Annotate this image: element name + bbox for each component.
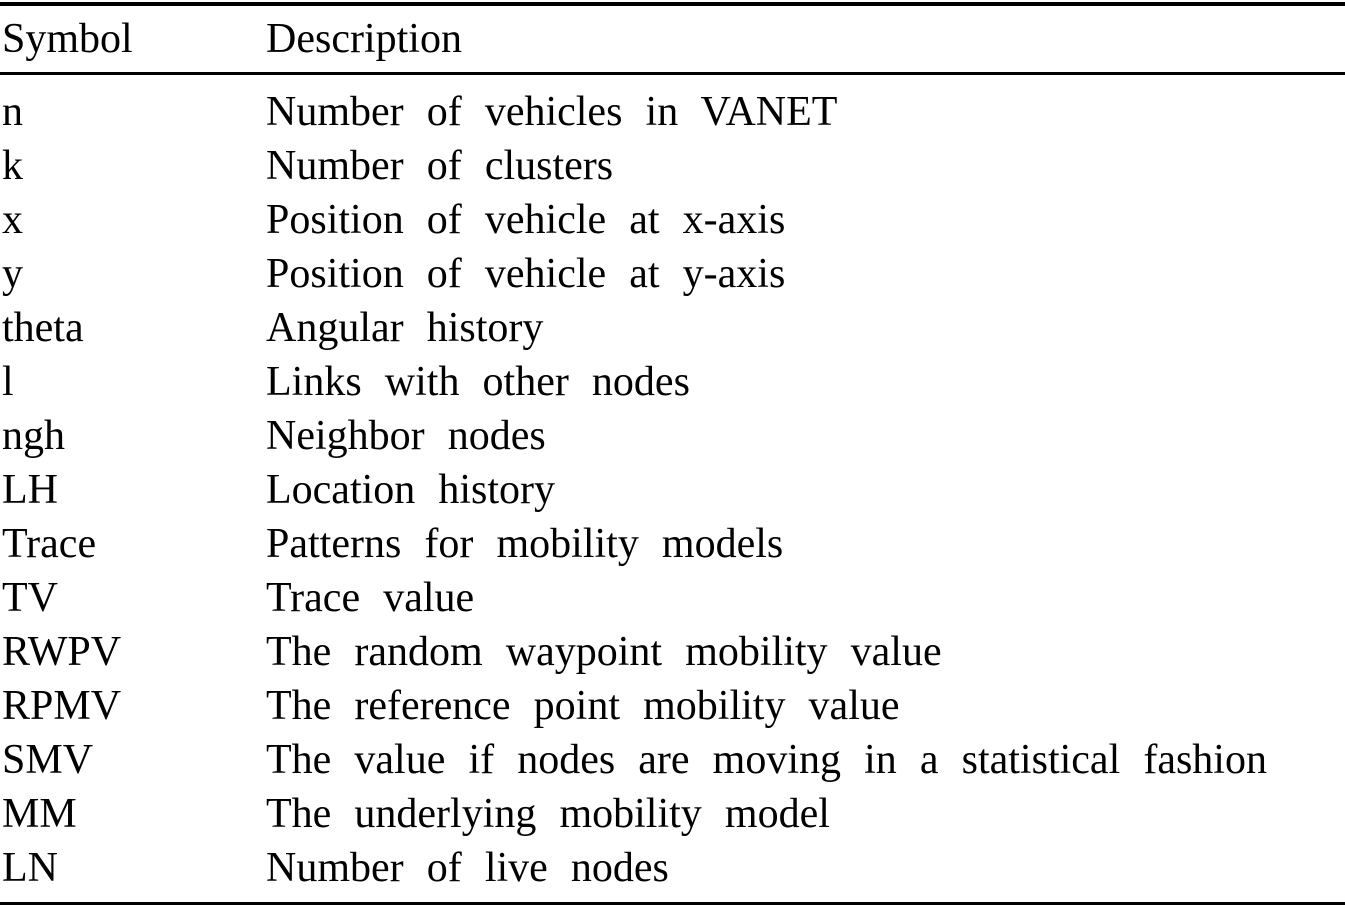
table-row: l Links with other nodes [0,355,1345,409]
symbol-cell: SMV [2,737,94,783]
symbol-cell: Trace [2,521,97,567]
description-cell: Number of live nodes [266,845,669,891]
table-row: theta Angular history [0,301,1345,355]
table-top-rule [0,2,1345,6]
symbol-cell: LN [2,845,58,891]
description-cell: The value if nodes are moving in a stati… [266,737,1267,783]
table-row: RPMV The reference point mobility value [0,679,1345,733]
table-header-rule [0,72,1345,75]
table-bottom-rule [0,902,1345,905]
symbol-cell: y [2,251,23,297]
symbol-cell: l [2,359,14,405]
table-row: x Position of vehicle at x-axis [0,193,1345,247]
description-cell: Patterns for mobility models [266,521,784,567]
description-cell: Neighbor nodes [266,413,546,459]
description-cell: The underlying mobility model [266,791,830,837]
description-cell: Number of vehicles in VANET [266,89,838,135]
description-cell: Position of vehicle at y-axis [266,251,786,297]
table-row: k Number of clusters [0,139,1345,193]
table-row: MM The underlying mobility model [0,787,1345,841]
table-row: SMV The value if nodes are moving in a st… [0,733,1345,787]
symbol-cell: RPMV [2,683,122,729]
symbol-cell: LH [2,467,58,513]
description-cell: Position of vehicle at x-axis [266,197,786,243]
description-cell: Links with other nodes [266,359,690,405]
table-row: LN Number of live nodes [0,841,1345,895]
symbol-cell: MM [2,791,77,837]
symbol-cell: n [2,89,23,135]
column-header-description: Description [266,16,462,62]
description-cell: Trace value [266,575,475,621]
table-row: ngh Neighbor nodes [0,409,1345,463]
table-row: Trace Patterns for mobility models [0,517,1345,571]
symbol-cell: TV [2,575,58,621]
table-header-row: Symbol Description [0,6,1345,72]
symbol-cell: ngh [2,413,65,459]
table-body: n Number of vehicles in VANET k Number of c… [0,75,1345,895]
table-row: LH Location history [0,463,1345,517]
symbol-cell: theta [2,305,84,351]
description-cell: Number of clusters [266,143,614,189]
symbol-cell: RWPV [2,629,122,675]
symbol-cell: k [2,143,23,189]
table-row: TV Trace value [0,571,1345,625]
description-cell: Location history [266,467,556,513]
table-row: n Number of vehicles in VANET [0,85,1345,139]
description-cell: The reference point mobility value [266,683,900,729]
description-cell: Angular history [266,305,544,351]
table-row: RWPV The random waypoint mobility value [0,625,1345,679]
table-row: y Position of vehicle at y-axis [0,247,1345,301]
column-header-symbol: Symbol [2,16,133,62]
description-cell: The random waypoint mobility value [266,629,942,675]
symbol-cell: x [2,197,23,243]
